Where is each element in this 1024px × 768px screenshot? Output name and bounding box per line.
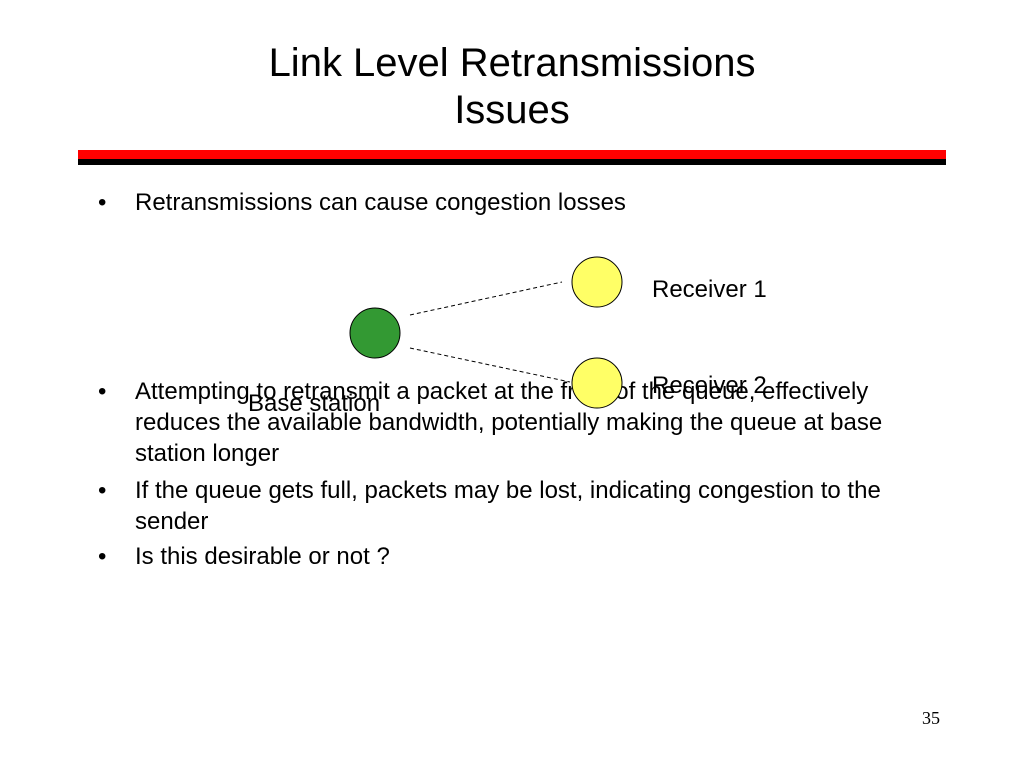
title-rule-black: [78, 159, 946, 165]
receiver-2-label: Receiver 2: [652, 372, 767, 399]
bullet-item-3: If the queue gets full, packets may be l…: [98, 475, 945, 537]
page-number: 35: [922, 708, 940, 728]
title-line-1: Link Level Retransmissions: [268, 41, 756, 85]
bullet-item-4: Is this desirable or not ?: [98, 541, 945, 572]
bullet-item-2: Attempting to retransmit a packet at the…: [98, 376, 945, 469]
base-station-label: Base station: [248, 390, 381, 417]
bullet-item-1: Retransmissions can cause congestion los…: [98, 187, 945, 218]
receiver-1-label: Receiver 1: [652, 276, 767, 303]
slide-title: Link Level Retransmissions Issues: [0, 40, 1024, 134]
title-line-2: Issues: [454, 88, 570, 132]
title-rule-red: [78, 150, 946, 159]
